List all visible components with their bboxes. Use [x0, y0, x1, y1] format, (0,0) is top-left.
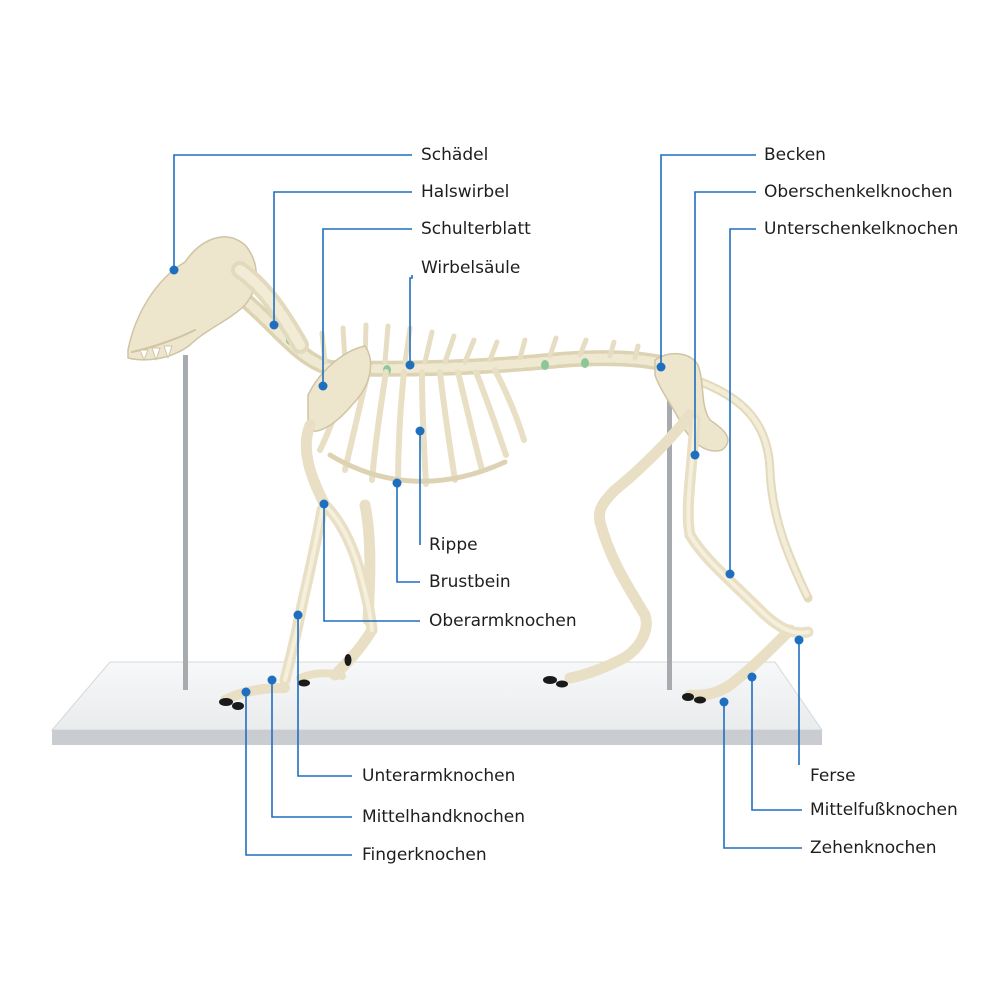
marker-dot-fingerknochen	[241, 687, 251, 697]
front-paw-left	[220, 683, 290, 705]
marker-dot-brustbein	[392, 478, 402, 488]
marker-dot-rippe	[415, 426, 425, 436]
label-unterarmknochen: Unterarmknochen	[362, 766, 516, 786]
marker-dot-schaedel	[169, 265, 179, 275]
sternum	[327, 452, 508, 484]
display-base	[50, 661, 823, 745]
leader-unterschenkelknochen	[729, 228, 756, 574]
label-mittelhandknochen: Mittelhandknochen	[362, 807, 526, 827]
leader-oberschenkelknochen	[694, 191, 756, 455]
marker-dot-wirbelsaeule	[405, 360, 415, 370]
label-unterschenkelknochen: Unterschenkelknochen	[764, 219, 959, 239]
leader-mittelhandknochen	[271, 680, 352, 818]
label-oberschenkelknochen: Oberschenkelknochen	[764, 182, 953, 202]
claws	[219, 654, 706, 710]
dog-skeleton	[127, 236, 814, 710]
label-mittelfussknochen: Mittelfußknochen	[810, 800, 958, 820]
pelvis	[654, 353, 729, 452]
label-schulterblatt: Schulterblatt	[421, 219, 531, 239]
marker-dot-becken	[656, 362, 666, 372]
label-fingerknochen: Fingerknochen	[362, 845, 487, 865]
label-brustbein: Brustbein	[429, 572, 511, 592]
label-oberarmknochen: Oberarmknochen	[429, 611, 577, 631]
leader-becken	[660, 154, 756, 367]
scapula	[307, 345, 372, 432]
support-rods	[183, 355, 672, 690]
marker-dot-oberschenkelknochen	[690, 450, 700, 460]
leader-schulterblatt	[322, 228, 412, 386]
label-wirbelsaeule: Wirbelsäule	[421, 258, 521, 278]
leader-lines	[169, 154, 804, 856]
leader-mittelfussknochen	[751, 677, 802, 811]
leader-zehenknochen	[723, 702, 802, 849]
leader-fingerknochen	[245, 692, 352, 856]
support-rod-rear	[667, 380, 672, 690]
marker-dot-unterarmknochen	[293, 610, 303, 620]
skull	[127, 236, 258, 361]
label-ferse: Ferse	[810, 766, 856, 786]
label-becken: Becken	[764, 145, 826, 165]
leader-brustbein	[396, 483, 420, 583]
label-zehenknochen: Zehenknochen	[810, 838, 937, 858]
leader-halswirbel	[273, 191, 412, 325]
leader-schaedel	[173, 154, 412, 270]
marker-dot-oberarmknochen	[319, 499, 329, 509]
label-rippe: Rippe	[429, 535, 478, 555]
leader-wirbelsaeule	[409, 275, 413, 365]
label-halswirbel: Halswirbel	[421, 182, 510, 202]
leader-oberarmknochen	[323, 504, 420, 622]
leader-unterarmknochen	[297, 615, 352, 777]
label-schaedel: Schädel	[421, 145, 489, 165]
marker-dot-unterschenkelknochen	[725, 569, 735, 579]
marker-dot-zehenknochen	[719, 697, 729, 707]
support-rod-front	[183, 355, 188, 690]
marker-dot-ferse	[794, 635, 804, 645]
marker-dot-mittelhandknochen	[267, 675, 277, 685]
marker-dot-halswirbel	[269, 320, 279, 330]
marker-dot-mittelfussknochen	[747, 672, 757, 682]
front-paw-right	[296, 669, 346, 682]
marker-dot-schulterblatt	[318, 381, 328, 391]
